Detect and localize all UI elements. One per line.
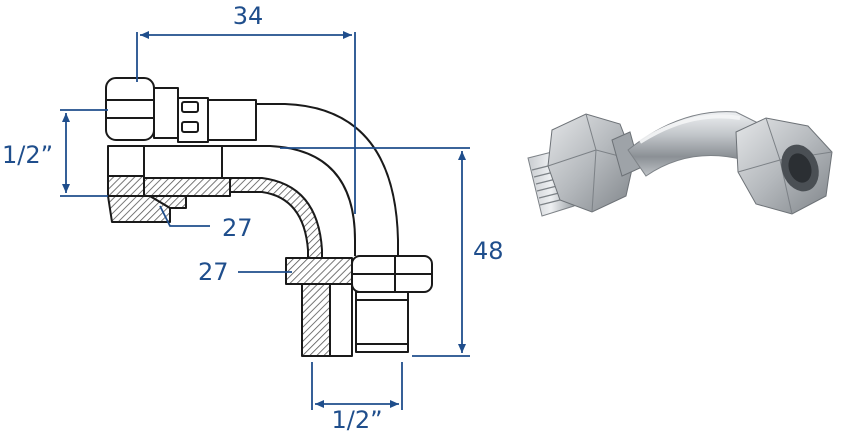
dimension-bottom-thread: 1/2” — [331, 406, 382, 434]
product-photo — [527, 111, 833, 217]
tube-outer-wall — [255, 103, 399, 256]
tube-inner-wall — [222, 145, 356, 256]
left-hex-body — [547, 113, 635, 213]
dimension-height: 48 — [473, 237, 504, 265]
swivel-nut — [735, 117, 833, 215]
dimension-left-hex: 27 — [222, 214, 253, 242]
technical-drawing — [105, 77, 433, 357]
dimension-lines — [60, 31, 470, 410]
dimension-labels: 34 48 1/2” 1/2” 27 27 — [2, 2, 504, 434]
bottom-hex-nut — [351, 255, 433, 353]
dimension-bottom-hex: 27 — [198, 258, 229, 286]
left-body-section — [107, 145, 231, 223]
dimension-left-thread: 1/2” — [2, 141, 53, 169]
left-swivel-nut — [105, 77, 257, 143]
bottom-body-section — [285, 257, 353, 357]
dimension-top-length: 34 — [233, 2, 264, 30]
